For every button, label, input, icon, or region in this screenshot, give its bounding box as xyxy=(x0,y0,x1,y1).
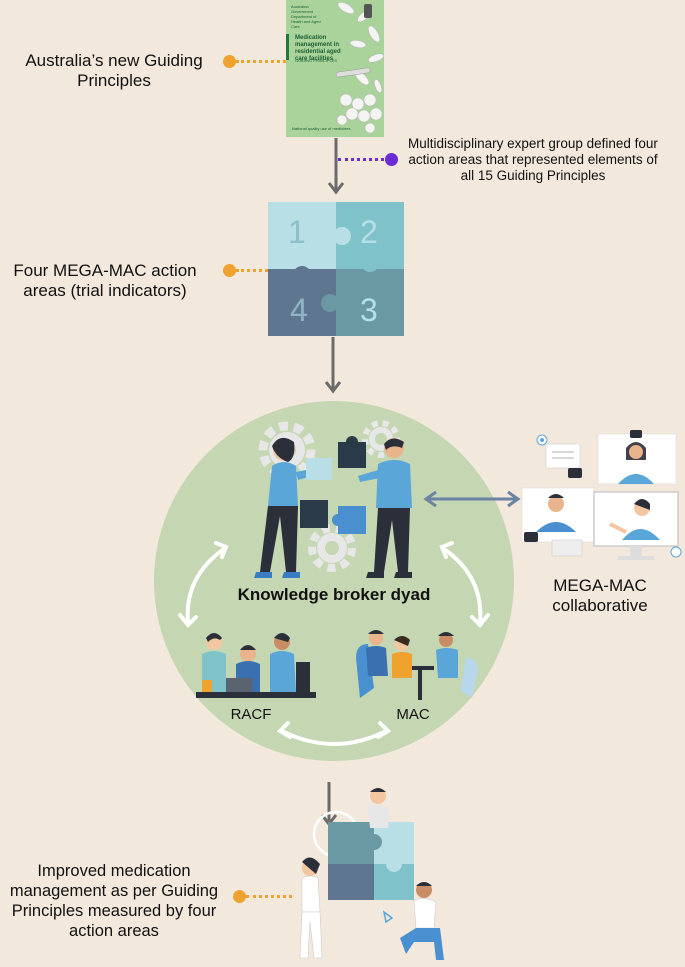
cycle-arrows xyxy=(178,541,490,746)
pills-illustration xyxy=(335,2,384,134)
knowledge-broker-circle xyxy=(154,401,514,761)
collaborative-label: MEGA-MAC collaborative xyxy=(552,576,648,615)
puzzle-piece-2: 2 xyxy=(360,214,378,250)
cover-title: Medication management in residential age… xyxy=(295,35,341,62)
outcome-team-puzzle-illustration xyxy=(299,788,444,960)
gear-icon-bottom xyxy=(308,524,356,572)
connector-dot-action xyxy=(223,264,236,277)
collaborative-illustration xyxy=(521,428,682,566)
racf-team-illustration xyxy=(196,633,316,698)
connector-line-expert xyxy=(338,158,384,161)
cover-footer: National quality use of medicines xyxy=(292,126,351,131)
knowledge-broker-dyad-illustration xyxy=(254,436,412,578)
connector-line-improved xyxy=(246,895,292,898)
cover-accent-bar xyxy=(286,34,289,60)
cover-subtitle: GUIDING PRINCIPLES xyxy=(295,58,338,63)
action-areas-label: Four MEGA-MAC action areas (trial indica… xyxy=(13,261,197,300)
mac-team-illustration xyxy=(356,630,478,700)
arrow-dyad-collaborative xyxy=(423,490,521,508)
improved-outcome-label: Improved medication management as per Gu… xyxy=(9,862,219,940)
puzzle-piece-4: 4 xyxy=(290,292,308,328)
action-areas-puzzle xyxy=(268,202,404,336)
arrow-cover-to-puzzle xyxy=(327,138,345,195)
connector-line-action xyxy=(236,269,268,272)
mac-label: MAC xyxy=(396,706,430,723)
connector-dot-improved xyxy=(233,890,246,903)
expert-group-label: Multidisciplinary expert group defined f… xyxy=(408,136,658,183)
arrow-puzzle-to-circle xyxy=(324,337,342,394)
connector-dot-guiding xyxy=(223,55,236,68)
connector-dot-expert xyxy=(385,153,398,166)
dyad-label: Knowledge broker dyad xyxy=(237,585,431,604)
puzzle-piece-1: 1 xyxy=(288,214,306,250)
cover-header: Australian Government Department of Heal… xyxy=(291,4,321,29)
racf-label: RACF xyxy=(230,706,272,723)
puzzle-piece-3: 3 xyxy=(360,292,378,328)
guiding-principles-label: Australia’s new Guiding Principles xyxy=(25,51,203,90)
guidelines-cover: Australian Government Department of Heal… xyxy=(286,0,384,137)
connector-line-guiding xyxy=(236,60,286,63)
